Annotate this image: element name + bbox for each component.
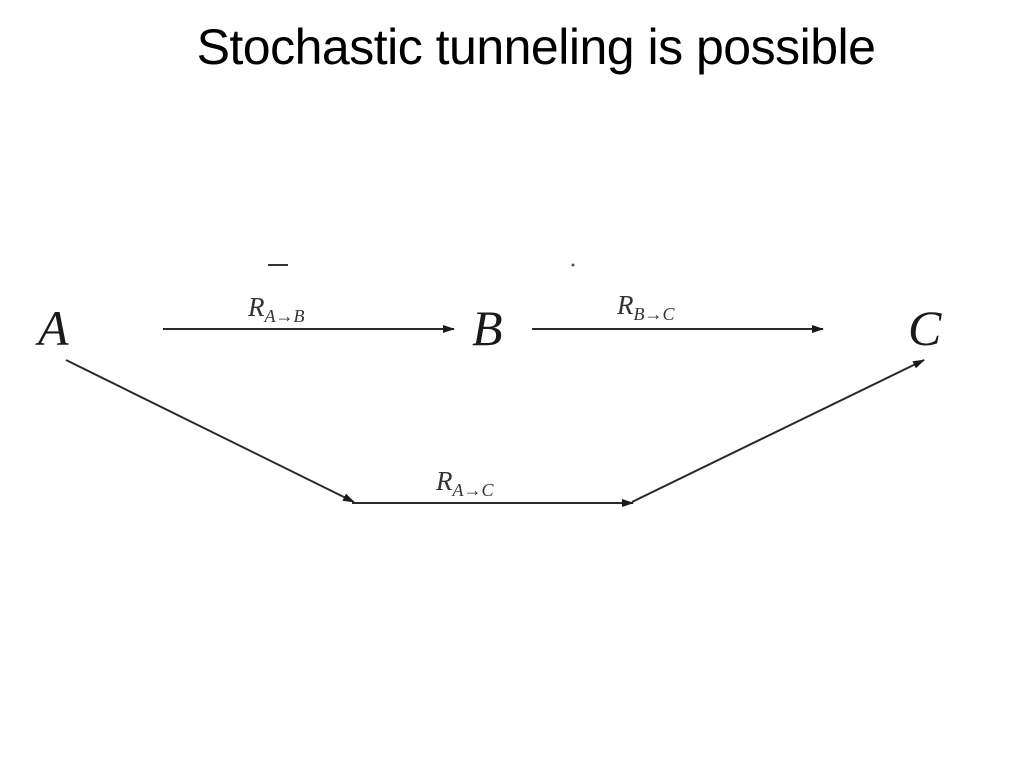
- node-a: A: [35, 300, 69, 356]
- rate-b-to-c-label: RB→C: [616, 290, 675, 324]
- rate-b-to-c-base: R: [616, 290, 634, 320]
- rate-a-to-c-label: RA→C: [435, 466, 494, 500]
- edge-a-to-c-down-arrow: [65, 359, 355, 503]
- rate-a-to-b-base: R: [247, 292, 265, 322]
- rate-b-to-c-sub: B→C: [634, 304, 676, 324]
- rate-a-to-c-base: R: [435, 466, 453, 496]
- rate-a-to-b-sub: A→B: [264, 306, 305, 326]
- edge-a-to-c-up-arrow: [631, 359, 925, 503]
- stray-dot: [571, 263, 575, 267]
- node-b: B: [472, 300, 503, 356]
- rate-a-to-c-sub: A→C: [452, 480, 495, 500]
- node-c: C: [908, 300, 942, 356]
- slide-title: Stochastic tunneling is possible: [196, 19, 876, 75]
- rate-a-to-b-label: RA→B: [247, 292, 305, 326]
